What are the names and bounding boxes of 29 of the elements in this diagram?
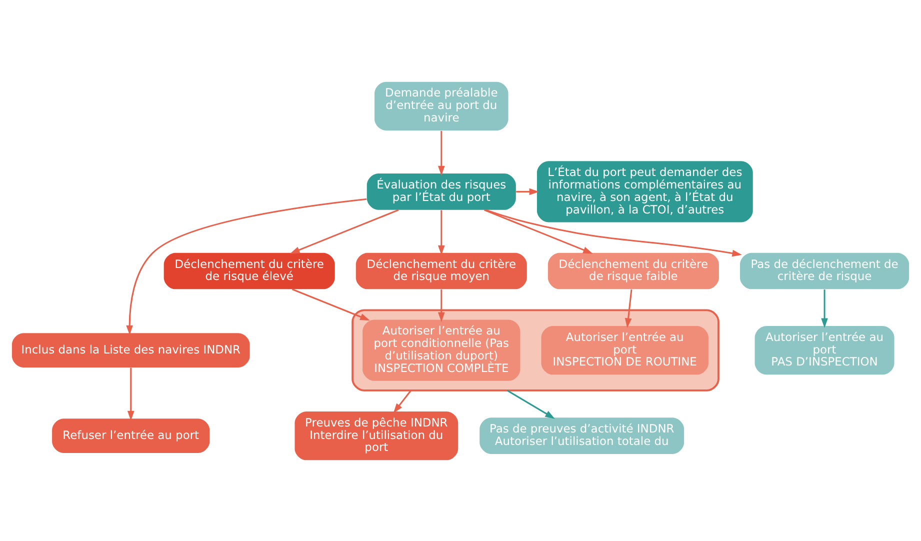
arrow	[393, 389, 412, 413]
node-box: Autoriser l’entrée au port INSPECTION DE ROUTINE	[541, 325, 708, 374]
node-box: Preuves de pêche INDNR Interdire l’utilisation du port	[294, 410, 458, 460]
node-box: Refuser l’entrée au port	[52, 418, 210, 452]
node-box: Autoriser l’entrée au port PAS D’INSPECTION	[754, 325, 894, 374]
node-box: Pas de déclenchement de critère de risque	[740, 252, 910, 289]
arrow	[486, 208, 742, 256]
node-box: Évaluation des risques par l’État du port	[366, 173, 516, 210]
arrow	[438, 289, 445, 322]
node-box: Déclenchement du critère de risque élevé	[164, 252, 335, 289]
node-box: Déclenchement du critère de risque faible	[548, 252, 719, 289]
node-box: L’État du port peut demander des informations complémentaires au navire, à son agent, à l’État du pavillon, à la CTOI, d’autres	[536, 160, 753, 222]
arrow	[484, 208, 593, 254]
arrow	[624, 288, 632, 328]
cluster	[352, 308, 720, 391]
arrow	[516, 188, 540, 195]
arrow	[290, 208, 399, 254]
arrow	[127, 367, 134, 420]
arrow	[292, 288, 370, 320]
arrow	[821, 289, 828, 328]
arrow	[438, 130, 445, 176]
node-box: Inclus dans la Liste des navires INDNR	[12, 332, 250, 367]
arrow	[506, 389, 555, 418]
node-box: Déclenchement du critère de risque moyen	[356, 252, 527, 289]
arrow	[438, 210, 445, 255]
node-box: Demande préalable d’entrée au port du navire	[374, 81, 508, 130]
node-box: Autoriser l’entrée au port conditionnelle (Pas d’utilisation duport) INSPECTION COMPLÈTE	[362, 319, 520, 380]
node-box: Pas de preuves d’activité INDNR Autoriser l’utilisation totale du	[480, 417, 684, 454]
arrow	[126, 198, 367, 335]
